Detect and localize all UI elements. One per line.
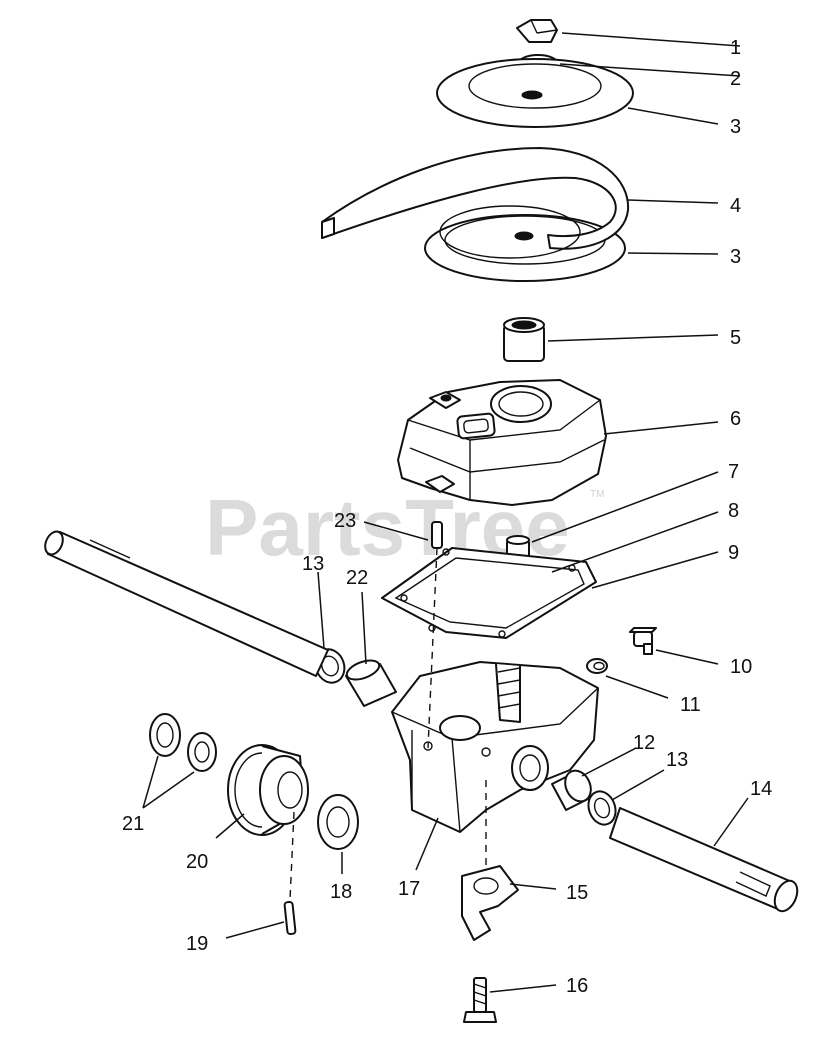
callout-13-right: 13 xyxy=(666,749,688,771)
part-20-gear xyxy=(227,744,309,836)
part-14-right-axle-shaft xyxy=(609,807,799,913)
callout-6: 6 xyxy=(730,408,741,430)
callout-5: 5 xyxy=(730,327,741,349)
callout-9: 9 xyxy=(728,542,739,564)
part-3-upper-plate xyxy=(436,58,634,128)
callout-14: 14 xyxy=(750,778,772,800)
part-21-washers xyxy=(149,713,217,772)
callout-3-upper: 3 xyxy=(730,116,741,138)
callout-16: 16 xyxy=(566,975,588,997)
part-19-roll-pin xyxy=(283,900,297,936)
part-6-case-cover xyxy=(397,379,607,506)
callout-13-left: 13 xyxy=(302,553,324,575)
callout-1: 1 xyxy=(730,37,741,59)
callout-11: 11 xyxy=(680,694,701,716)
callout-19: 19 xyxy=(186,933,208,955)
part-17-gear-case xyxy=(391,661,599,833)
part-4-spiral-spring xyxy=(321,147,630,259)
callout-7: 7 xyxy=(728,461,739,483)
callout-4: 4 xyxy=(730,195,741,217)
callout-labels: 1 2 3 4 3 5 6 7 8 9 10 11 12 13 14 15 16… xyxy=(122,37,772,997)
part-3-lower-plate xyxy=(424,214,626,282)
part-18-washer xyxy=(317,794,359,850)
part-10-screw xyxy=(629,627,657,655)
part-1-hex-nut xyxy=(516,19,558,43)
callout-10: 10 xyxy=(730,656,752,678)
part-16-bolt xyxy=(463,977,497,1023)
callout-8: 8 xyxy=(728,500,739,522)
part-12-bushing xyxy=(551,769,592,811)
leader-lines xyxy=(142,32,749,993)
callout-21: 21 xyxy=(122,813,144,835)
callout-12: 12 xyxy=(633,732,655,754)
assembly-guide-lines xyxy=(289,547,487,901)
watermark-trademark: TM xyxy=(590,489,604,500)
callout-18: 18 xyxy=(330,881,352,903)
part-13-right-washer xyxy=(587,790,617,826)
callout-20: 20 xyxy=(186,851,208,873)
callout-3-lower: 3 xyxy=(730,246,741,268)
part-5-bushing xyxy=(503,317,545,362)
callout-2: 2 xyxy=(730,68,741,90)
callout-17: 17 xyxy=(398,878,420,900)
callout-15: 15 xyxy=(566,882,588,904)
part-9-gasket xyxy=(381,547,597,639)
left-axle-shaft xyxy=(44,530,329,677)
part-15-shift-fork xyxy=(461,865,519,941)
part-23-dowel-pin xyxy=(431,521,443,549)
callout-23: 23 xyxy=(334,510,356,532)
part-11-washer xyxy=(586,658,608,674)
callout-22: 22 xyxy=(346,567,368,589)
part-22-bushing xyxy=(345,659,397,707)
